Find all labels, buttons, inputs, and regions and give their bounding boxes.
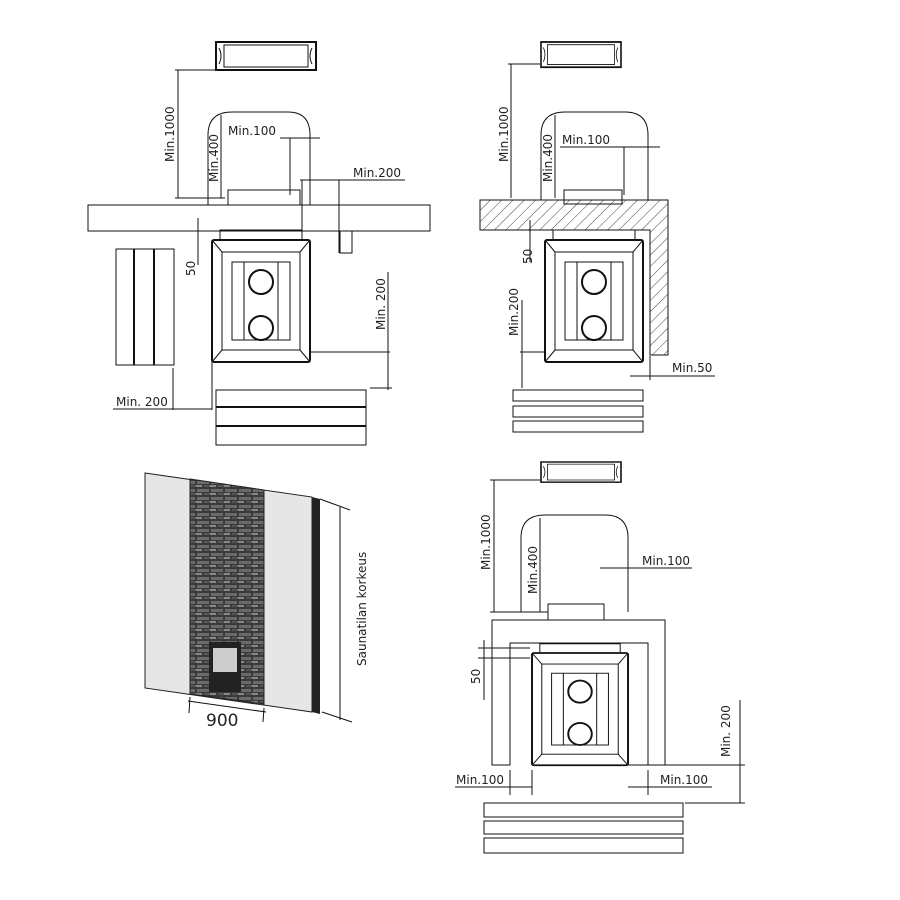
- label-min-1000: Min.1000: [163, 106, 177, 162]
- chimney-flange: [547, 603, 605, 621]
- stove: [544, 229, 644, 363]
- dimension-lines: [508, 63, 715, 388]
- chimney-flange: [227, 189, 301, 206]
- top-right-view: Min.1000 Min.400 Min.100 50 Min.200 Min.…: [479, 41, 715, 433]
- brick-column: [189, 478, 265, 705]
- label-min-50: Min.50: [672, 361, 712, 375]
- label-min-100: Min.100: [228, 124, 276, 138]
- safety-zone-outline: [520, 514, 629, 612]
- safety-zone-outline: [540, 111, 649, 200]
- stove: [211, 229, 311, 363]
- label-width-900: 900: [206, 711, 238, 731]
- surround-frame: [491, 619, 666, 766]
- top-beam: [540, 461, 622, 483]
- dimension-lines: [455, 479, 745, 804]
- chimney-flange: [563, 189, 623, 205]
- label-min-200: Min. 200: [719, 705, 733, 757]
- stove-glass: [213, 648, 237, 672]
- label-min-200: Min.200: [507, 288, 521, 336]
- front-bench: [215, 389, 367, 446]
- wall-edge: [312, 497, 320, 714]
- top-beam: [215, 41, 317, 71]
- hatched-wall: [479, 199, 669, 356]
- label-min-200-front: Min. 200: [374, 278, 388, 330]
- label-min-400: Min.400: [207, 134, 221, 182]
- side-bench: [115, 248, 175, 366]
- bottom-left-view: 900 Saunatilan korkeus: [144, 472, 369, 731]
- label-min-1000: Min.1000: [479, 514, 493, 570]
- top-left-view: Min.1000 Min.400 Min.100 Min.200 50 Min.…: [87, 41, 431, 446]
- label-50: 50: [469, 669, 483, 684]
- label-50: 50: [184, 261, 198, 276]
- label-min-200-side: Min.200: [353, 166, 401, 180]
- label-min-100-left: Min.100: [456, 773, 504, 787]
- ceiling-slab: [87, 204, 431, 232]
- wood-beam: [339, 230, 353, 254]
- label-min-400: Min.400: [541, 134, 555, 182]
- label-min-200-bench: Min. 200: [116, 395, 168, 409]
- label-min-100-right: Min.100: [660, 773, 708, 787]
- bottom-right-view: Min.1000 Min.400 Min.100 50 Min. 200 Min…: [455, 461, 745, 854]
- top-beam: [540, 41, 622, 69]
- dimension-lines: [113, 69, 405, 410]
- safety-zone-outline: [207, 111, 311, 205]
- label-min-1000: Min.1000: [497, 106, 511, 162]
- label-min-400: Min.400: [526, 546, 540, 594]
- label-min-100: Min.100: [562, 133, 610, 147]
- label-sauna-height: Saunatilan korkeus: [355, 552, 369, 666]
- dimension-lines: [187, 498, 353, 723]
- label-50: 50: [521, 249, 535, 264]
- stove: [531, 642, 630, 767]
- front-bench: [512, 389, 644, 433]
- front-bench: [483, 802, 684, 854]
- label-min-100-top: Min.100: [642, 554, 690, 568]
